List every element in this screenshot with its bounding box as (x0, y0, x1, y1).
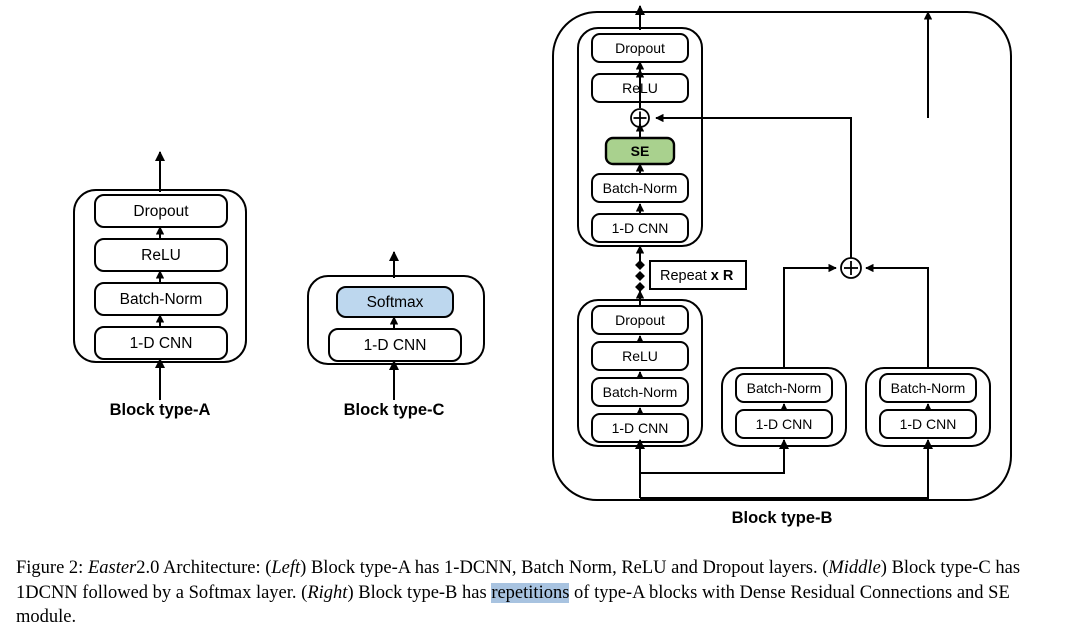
block-c-softmax-label: Softmax (367, 294, 424, 311)
block-b-res2-to-adder-path (865, 263, 929, 368)
caption-highlighted-word: repetitions (491, 582, 570, 603)
block-b-top-batchnorm-box (591, 173, 689, 203)
architecture-diagram: 1-D CNN Batch-Norm ReLU Dropout Block ty… (73, 5, 1012, 527)
block-b-se-label: SE (631, 143, 650, 159)
block-b-res2-cnn-box (879, 409, 977, 439)
caption-right-italic: Right (307, 582, 348, 603)
block-b-repeat-label-box (649, 260, 747, 290)
block-b-repeat-diamond-1 (635, 260, 645, 270)
repeat-text-bold: x R (711, 268, 734, 284)
block-b-repeat-label: Repeat x R (660, 268, 734, 284)
block-a-dropout-box (94, 194, 228, 228)
block-c-title: Block type-C (344, 401, 445, 419)
block-b-bottom-branch-res2 (640, 439, 933, 499)
block-b-adder-mid-to-adder-top-path (655, 113, 852, 258)
block-b-res2-batchnorm-box (879, 373, 977, 403)
caption-text-right-before: Block type-B has (358, 582, 487, 603)
block-a-title: Block type-A (110, 401, 211, 419)
block-type-a: 1-D CNN Batch-Norm ReLU Dropout Block ty… (73, 151, 247, 419)
block-type-b: Dropout ReLU SE Batch-Norm 1-D CNN Re (552, 5, 1012, 527)
block-c-cnn-label: 1-D CNN (364, 337, 427, 354)
caption-middle-italic: Middle (828, 558, 881, 578)
block-b-res1-to-adder-path (783, 263, 837, 368)
block-b-res1-batchnorm-box (735, 373, 833, 403)
block-type-c: 1-D CNN Softmax Block type-C (307, 251, 485, 419)
block-a-relu-label: ReLU (141, 247, 181, 264)
block-b-bottom-relu-box (591, 341, 689, 371)
block-a-cnn-label: 1-D CNN (130, 335, 193, 352)
block-a-dropout-label: Dropout (133, 203, 189, 220)
block-b-bottom-cnn-label: 1-D CNN (612, 420, 669, 436)
block-b-top-cnn-label: 1-D CNN (612, 220, 669, 236)
caption-text-left: Block type-A has 1-DCNN, Batch Norm, ReL… (310, 558, 818, 578)
figure-caption: Figure 2: Easter2.0 Architecture: (Left)… (16, 556, 1063, 630)
block-b-bottom-dropout-box (591, 305, 689, 335)
caption-paren-open-3: ( (301, 582, 308, 603)
caption-left-italic: Left (271, 558, 301, 578)
caption-after-easter: 2.0 Architecture: (136, 558, 261, 578)
block-b-bottom-batchnorm-box (591, 377, 689, 407)
block-b-bottom-dropout-label: Dropout (615, 312, 665, 328)
block-b-top-dropout-label: Dropout (615, 40, 665, 56)
block-b-repeat-diamond-2 (635, 271, 645, 281)
caption-paren-open-1: ( (265, 558, 272, 578)
block-b-res2-cnn-label: 1-D CNN (900, 416, 957, 432)
block-b-res1-cnn-box (735, 409, 833, 439)
block-c-softmax-box (336, 286, 454, 318)
block-b-top-cnn-box (591, 213, 689, 243)
block-a-batchnorm-label: Batch-Norm (120, 291, 203, 308)
caption-prefix: Figure 2: (16, 558, 84, 578)
block-b-bottom-batchnorm-label: Batch-Norm (603, 384, 678, 400)
caption-paren-close-1: ) (300, 558, 307, 578)
block-b-repeat-diamond-3 (635, 282, 645, 292)
caption-paren-close-2: ) (880, 558, 887, 578)
block-b-bottom-relu-label: ReLU (622, 348, 658, 364)
block-b-title: Block type-B (732, 509, 833, 527)
block-b-res1-batchnorm-label: Batch-Norm (747, 380, 822, 396)
caption-paren-close-3: ) (347, 582, 354, 603)
block-b-res2-batchnorm-label: Batch-Norm (891, 380, 966, 396)
block-b-bottom-branch-res1 (640, 439, 789, 474)
block-b-top-batchnorm-label: Batch-Norm (603, 180, 678, 196)
caption-paren-open-2: ( (822, 558, 829, 578)
caption-text-middle: Block type-C has 1DCNN followed by a Sof… (16, 558, 1021, 603)
caption-easter-italic: Easter (87, 558, 137, 578)
caption-text-right-after: of type-A blocks with Dense Residual Con… (16, 582, 1010, 628)
repeat-text: Repeat (660, 268, 711, 284)
block-b-res1-cnn-label: 1-D CNN (756, 416, 813, 432)
